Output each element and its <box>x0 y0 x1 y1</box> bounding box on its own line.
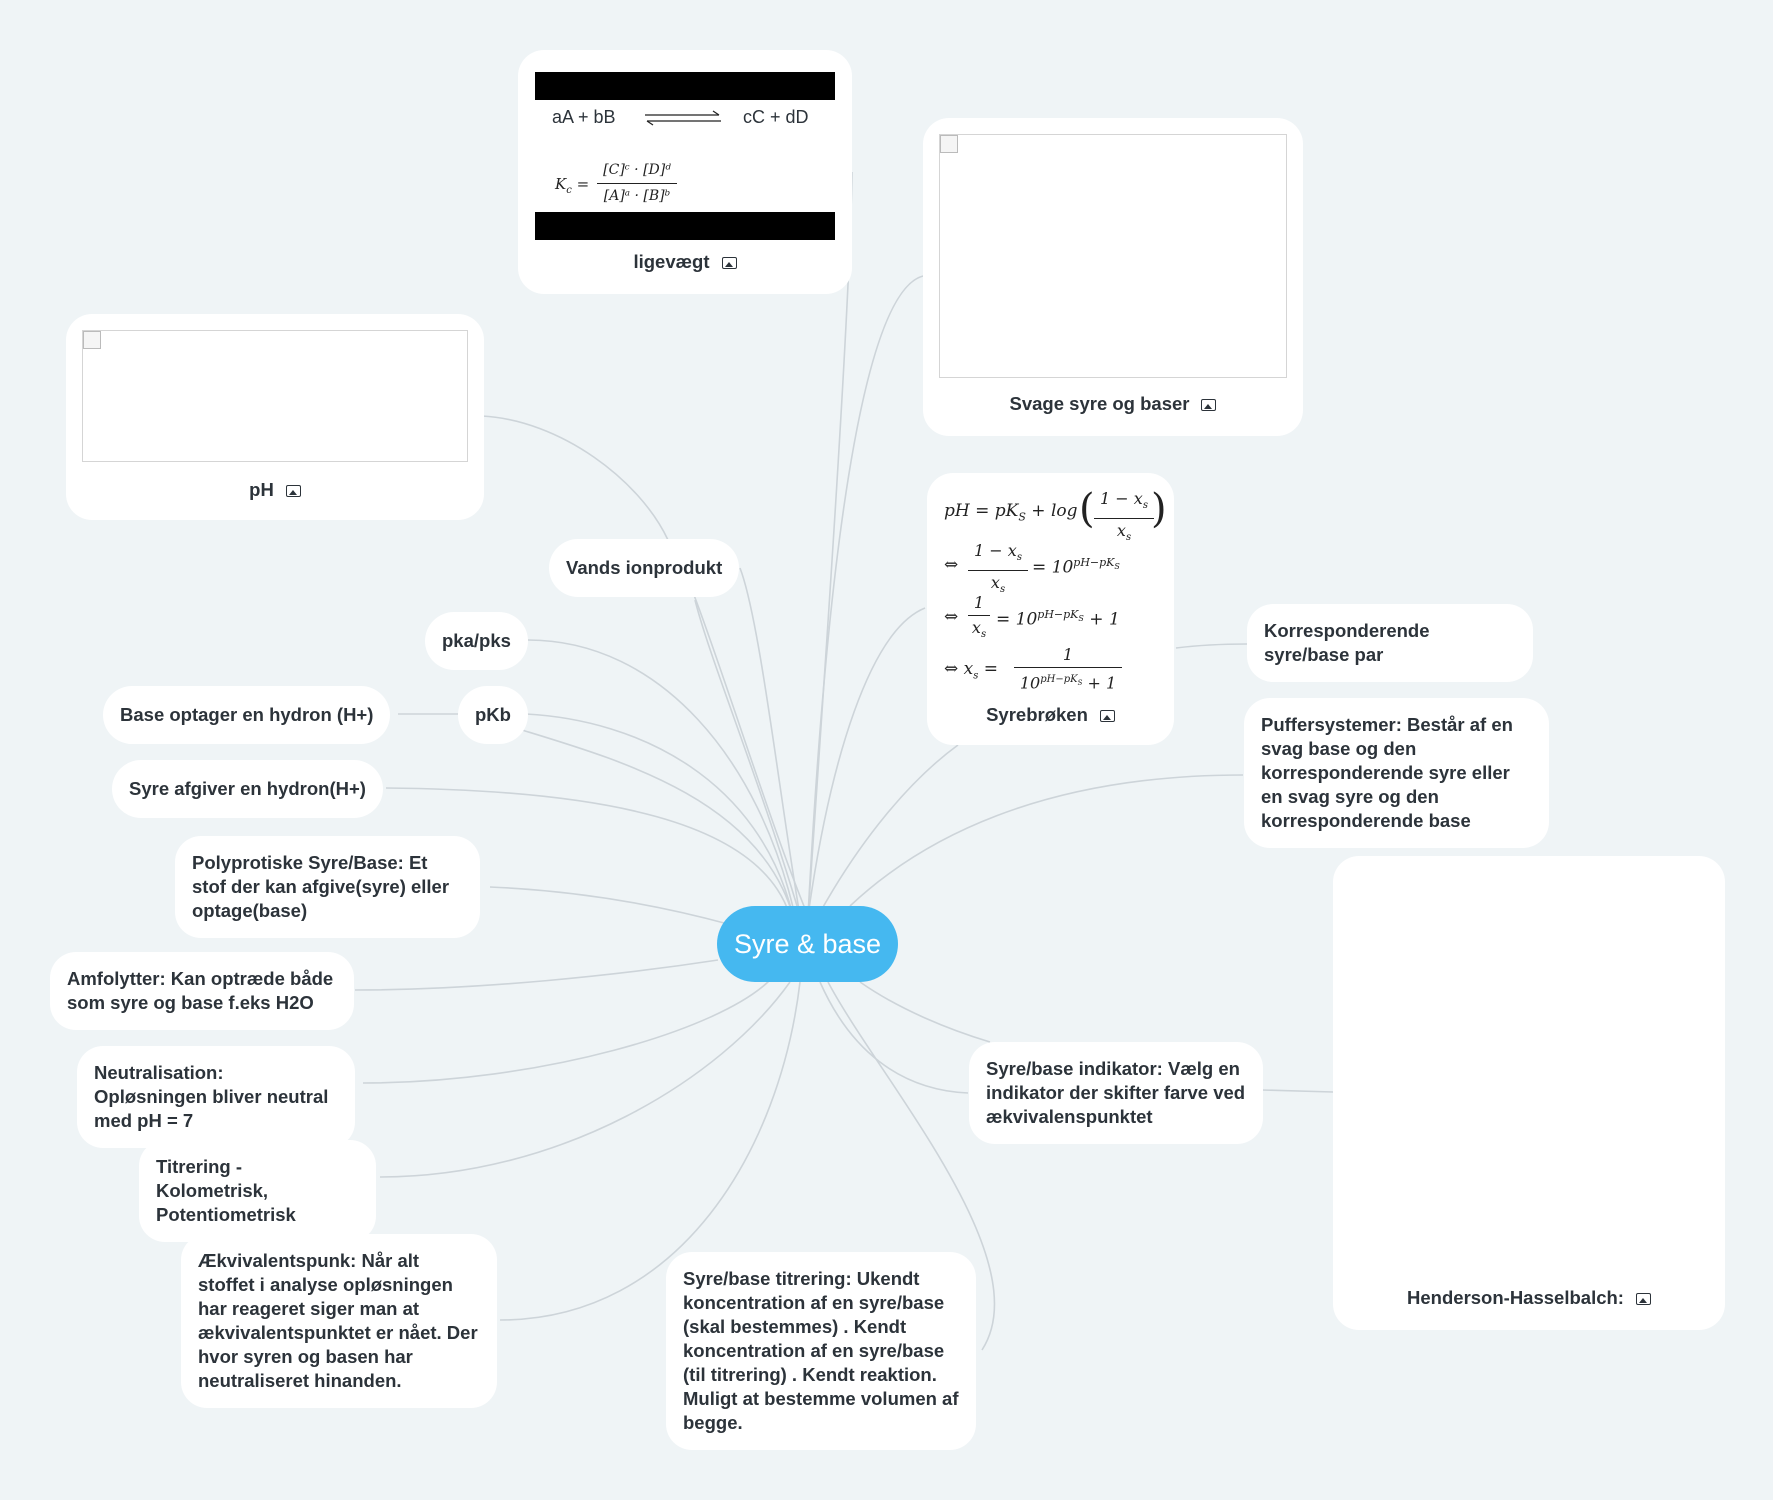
link-henderson <box>1261 1089 1334 1093</box>
link-pkb <box>525 713 794 917</box>
node-henderson-hasselbalch[interactable]: Henderson-Hasselbalch: <box>1333 856 1725 1330</box>
node-aekvivalentspunk[interactable]: Ækvivalentspunk: Når alt stoffet i analy… <box>181 1234 497 1408</box>
link-vands-line <box>694 599 801 917</box>
node-polyprotiske[interactable]: Polyprotiske Syre/Base: Et stof der kan … <box>175 836 480 938</box>
link-syrebroeken <box>807 607 926 917</box>
image-icon <box>1099 710 1115 722</box>
link-syre-afgiver <box>385 787 791 917</box>
broken-image <box>939 134 1287 378</box>
node-ph[interactable]: pH <box>66 314 484 520</box>
link-ph <box>481 415 809 917</box>
svage-caption: Svage syre og baser <box>923 392 1303 416</box>
node-syre-afgiver[interactable]: Syre afgiver en hydron(H+) <box>112 760 383 818</box>
broken-image <box>82 330 468 462</box>
ligevaegt-caption: ligevægt <box>518 250 852 274</box>
node-amfolytter[interactable]: Amfolytter: Kan optræde både som syre og… <box>50 952 354 1030</box>
link-indikator <box>819 981 969 1094</box>
node-pka-pks[interactable]: pka/pks <box>425 612 528 670</box>
reaction-right: cC + dD <box>743 107 809 127</box>
node-puffersystemer[interactable]: Puffersystemer: Består af en svag base o… <box>1244 698 1549 848</box>
node-syrebase-indikator[interactable]: Syre/base indikator: Vælg en indikator d… <box>969 1042 1263 1144</box>
link-pkb2 <box>521 729 794 917</box>
link-neutralisation <box>362 979 771 1084</box>
node-syrebase-titrering[interactable]: Syre/base titrering: Ukendt koncentratio… <box>666 1252 976 1450</box>
image-icon <box>1201 399 1217 411</box>
image-icon <box>285 485 301 497</box>
node-neutralisation[interactable]: Neutralisation: Opløsningen bliver neutr… <box>77 1046 355 1148</box>
kc-fraction: [C]ᶜ · [D]ᵈ [A]ᵃ · [B]ᵇ <box>597 158 677 208</box>
link-indikator2 <box>859 981 991 1043</box>
central-topic-label: Syre & base <box>733 928 882 959</box>
reaction-left: aA + bB <box>552 107 616 127</box>
image-icon <box>1635 1293 1651 1305</box>
central-topic[interactable]: Syre & base <box>717 906 898 982</box>
link-puffer <box>849 774 1244 907</box>
node-base-optager[interactable]: Base optager en hydron (H+) <box>103 686 391 744</box>
henderson-caption: Henderson-Hasselbalch: <box>1333 1286 1725 1310</box>
image-icon <box>721 257 737 269</box>
link-polyprotiske <box>489 886 729 925</box>
kc-symbol: Kc = <box>555 175 590 196</box>
link-pka <box>527 639 796 917</box>
equilibrium-arrow-icon <box>645 110 721 126</box>
link-vands <box>739 567 801 917</box>
link-amfolytter <box>354 959 719 991</box>
node-korresponderende[interactable]: Korresponderende syre/base par <box>1247 604 1533 682</box>
link-svage <box>807 275 924 917</box>
link-korresponderende <box>1175 643 1248 649</box>
ph-caption: pH <box>66 478 484 502</box>
node-vands-ionprodukt[interactable]: Vands ionprodukt <box>549 539 740 597</box>
node-pkb[interactable]: pKb <box>458 686 528 744</box>
link-titrering <box>379 981 791 1178</box>
node-svage-syre[interactable]: Svage syre og baser <box>923 118 1303 436</box>
link-aekvivalent <box>499 981 801 1321</box>
node-titrering[interactable]: Titrering - Kolometrisk, Potentiometrisk <box>139 1140 376 1242</box>
link-syrebase-titrering <box>827 981 996 1351</box>
node-syrebroeken[interactable]: pH = pKS + log ( 1 − xs xs ) ⇔ 1 − xs xs… <box>927 473 1174 745</box>
equilibrium-image: aA + bB cC + dD Kc = [C]ᶜ · [D]ᵈ [A]ᵃ · … <box>535 72 835 240</box>
syrebroeken-caption: Syrebrøken <box>927 703 1174 727</box>
link-syrebroeken-lower <box>817 744 959 917</box>
node-ligevaegt[interactable]: aA + bB cC + dD Kc = [C]ᶜ · [D]ᵈ [A]ᵃ · … <box>518 50 852 294</box>
